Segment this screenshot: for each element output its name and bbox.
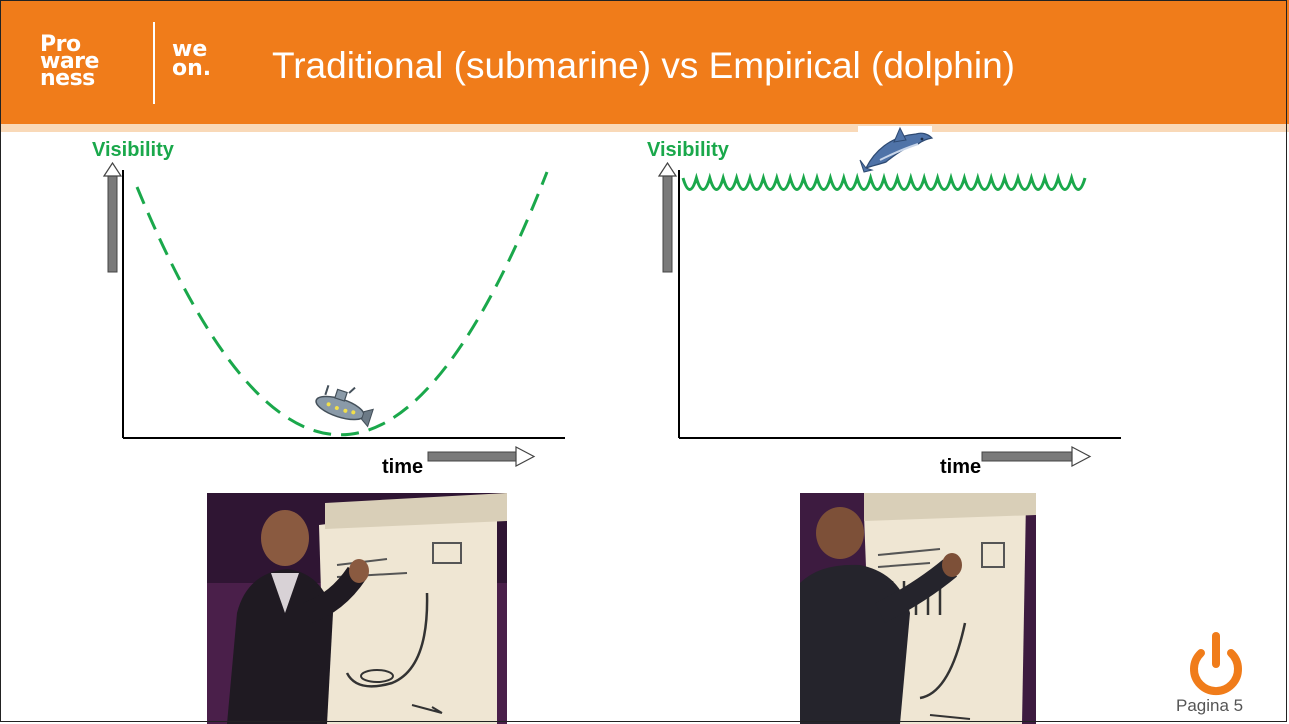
dolphin-icon: [858, 126, 934, 173]
logo-divider: [153, 22, 155, 104]
left-y-arrow: [102, 161, 123, 273]
submarine-icon: [315, 385, 374, 428]
left-chart: [102, 161, 565, 467]
right-x-axis-label: time: [940, 456, 982, 478]
header-bar: [0, 0, 1289, 124]
logo-line: on.: [172, 56, 212, 81]
right-chart: [657, 126, 1121, 467]
left-y-axis-label: Visibility: [92, 139, 174, 161]
left-x-arrow: [427, 446, 536, 467]
weon-logo: we on.: [172, 37, 212, 81]
right-y-axis-label: Visibility: [647, 139, 729, 161]
logo-line: ness: [40, 66, 95, 91]
slide-title: Traditional (submarine) vs Empirical (do…: [272, 45, 1015, 86]
presenter-photo-dolphin: [800, 493, 1036, 724]
empirical-visibility-wave: [681, 172, 1087, 191]
page-number: Pagina 5: [1176, 696, 1244, 715]
right-x-arrow: [981, 446, 1092, 467]
presenter-photo-submarine: [207, 493, 507, 724]
left-x-axis-label: time: [382, 456, 424, 478]
logo-line: we: [172, 37, 208, 62]
traditional-visibility-curve: [135, 171, 549, 437]
right-y-arrow: [657, 161, 678, 273]
power-icon: [1190, 632, 1242, 696]
header-stripe: [0, 124, 1289, 132]
proware-logo: Pro ware ness: [40, 32, 99, 91]
logo-line: Pro: [40, 32, 81, 57]
logo-line: ware: [40, 49, 99, 74]
